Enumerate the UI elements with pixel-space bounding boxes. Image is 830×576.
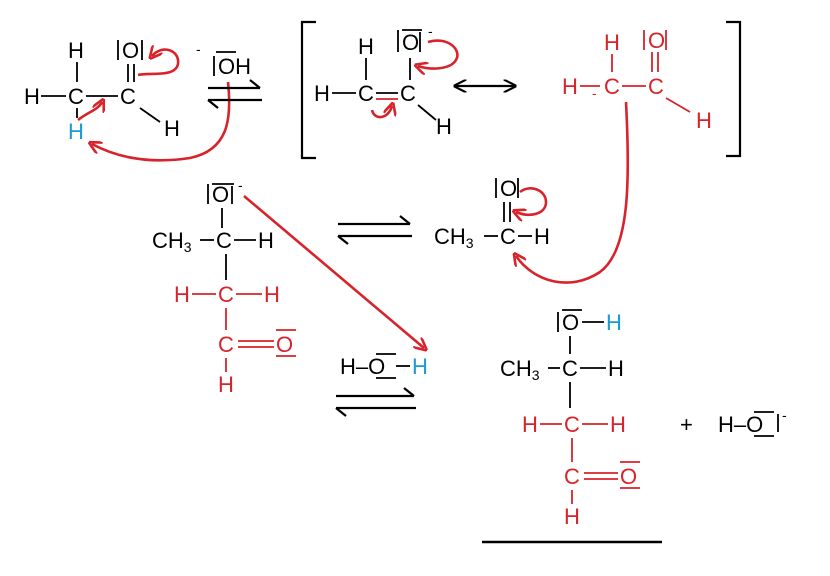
water-molecule: H–O H <box>340 353 428 379</box>
atom-h: H <box>264 282 280 307</box>
ch3-group: CH3 <box>434 224 474 251</box>
charge-minus: - <box>238 177 243 193</box>
atom-c: C <box>218 332 234 357</box>
atom-o: O <box>648 28 665 53</box>
curved-arrow-carbonyl-shift <box>516 187 548 214</box>
atom-h-alpha-blue: H <box>68 119 84 144</box>
bond <box>665 97 691 113</box>
ch3-label: CH <box>500 356 532 381</box>
acetaldehyde-molecule: H H C H C O H <box>24 38 180 144</box>
ch3-subscript: 3 <box>184 239 192 255</box>
water-h-o: H–O <box>340 354 385 379</box>
atom-h-blue: H <box>606 310 622 335</box>
atom-o: O <box>500 176 517 201</box>
curved-arrow-pi-to-o <box>137 50 180 77</box>
alkoxide-intermediate: O - CH3 C H H C H C O H <box>152 177 296 397</box>
water-h-label: H– <box>340 354 369 379</box>
atom-h: H <box>608 356 624 381</box>
ch3-group: CH3 <box>152 228 192 255</box>
atom-h: H <box>436 114 452 139</box>
ch3-label: CH <box>152 228 184 253</box>
forward-arrow-head <box>399 215 411 225</box>
equilibrium-arrow-3 <box>335 387 416 417</box>
atom-o: O <box>562 310 579 335</box>
curved-arrow-carbanion-attack <box>516 101 630 284</box>
charge-minus: - <box>428 23 433 39</box>
reverse-arrow-head <box>207 99 219 109</box>
atom-h: H <box>258 228 274 253</box>
ch3-group: CH3 <box>500 356 540 383</box>
aldol-product: O H CH3 C H H C H C O H <box>500 309 640 529</box>
hydroxide-ion: - OH <box>196 41 251 79</box>
hydroxide-o-label: O <box>746 412 763 437</box>
atom-c-methyl: C <box>68 84 84 109</box>
atom-o-carbonyl: O <box>122 38 139 63</box>
atom-h: H <box>358 34 374 59</box>
reverse-arrow-head <box>337 235 349 245</box>
atom-h: H <box>522 412 538 437</box>
atom-h: H <box>314 81 330 106</box>
atom-o: O <box>620 464 637 489</box>
atom-c: C <box>400 81 416 106</box>
atom-c: C <box>562 356 578 381</box>
forward-arrow-head <box>403 387 415 397</box>
curved-arrow-hydroxide-attack <box>92 81 231 162</box>
curved-arrow-pi-shift <box>370 106 392 119</box>
atom-c: C <box>218 282 234 307</box>
equilibrium-arrow-1 <box>207 79 262 109</box>
atom-c: C <box>564 412 580 437</box>
plus-sign: + <box>680 412 693 437</box>
hydroxide-h-label: H– <box>718 412 747 437</box>
atom-h-blue: H <box>412 354 428 379</box>
charge-minus: - <box>782 407 787 423</box>
atom-c: C <box>500 224 516 249</box>
hydroxide-label: OH <box>218 54 251 79</box>
charge-minus: - <box>592 85 597 101</box>
bond <box>139 107 161 123</box>
curved-arrow-o-to-cc <box>418 39 459 69</box>
arrow-alkoxide-to-water-h <box>243 195 424 348</box>
atom-c: C <box>604 74 620 99</box>
atom-h-left: H <box>24 84 40 109</box>
atom-c: C <box>216 228 232 253</box>
atom-c: C <box>648 74 664 99</box>
water-o-label: O <box>368 354 385 379</box>
atom-h: H <box>562 74 578 99</box>
bond <box>417 104 437 121</box>
hydroxide-regenerated: H–O - <box>718 407 787 437</box>
bracket-left-line <box>300 20 316 160</box>
atom-c-carbonyl: C <box>120 84 136 109</box>
atom-h: H <box>218 372 234 397</box>
atom-h: H <box>604 30 620 55</box>
atom-h: H <box>610 412 626 437</box>
ch3-subscript: 3 <box>466 235 474 251</box>
atom-o: O <box>402 30 419 55</box>
bracket-right-line <box>726 20 742 158</box>
atom-h: H <box>696 108 712 133</box>
atom-o: O <box>212 182 229 207</box>
bracket-right <box>726 20 742 158</box>
curved-arrow-ch-bond <box>77 102 102 122</box>
enolate-form-1: H H C C O - H <box>314 23 452 139</box>
reverse-arrow-head <box>335 407 347 417</box>
ch3-subscript: 3 <box>532 367 540 383</box>
enolate-form-2-carbanion: H H - C C O H <box>562 28 712 133</box>
atom-h: H <box>174 282 190 307</box>
ch3-label: CH <box>434 224 466 249</box>
atom-h: H <box>534 224 550 249</box>
atom-c: C <box>564 464 580 489</box>
equilibrium-arrow-2 <box>337 215 412 245</box>
hydroxide-h-o: H–O <box>718 412 763 437</box>
atom-o: O <box>276 332 293 357</box>
charge-minus: - <box>196 41 201 57</box>
forward-arrow-head <box>249 79 261 89</box>
bracket-left <box>300 20 316 160</box>
atom-h-top: H <box>68 38 84 63</box>
atom-c: C <box>358 81 374 106</box>
atom-h: H <box>564 504 580 529</box>
atom-h-aldehyde: H <box>164 116 180 141</box>
